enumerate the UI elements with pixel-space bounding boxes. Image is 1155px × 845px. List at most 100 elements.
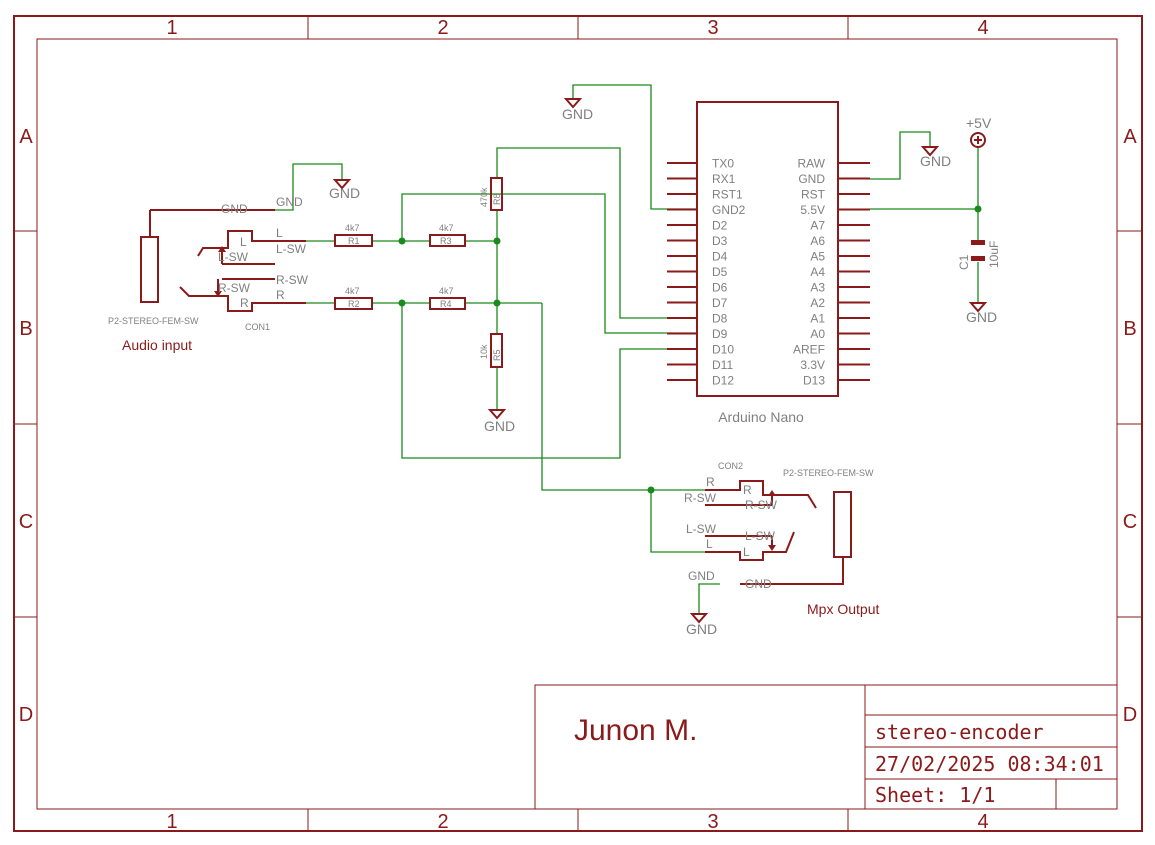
resistor-r2: R2 4k7	[334, 286, 373, 310]
col-label-1: 1	[166, 17, 177, 39]
con2-lsw-pin: L-SW	[686, 522, 717, 536]
con2-l-inner: L	[743, 545, 750, 559]
junctions	[398, 205, 982, 494]
pin-label-d5: D5	[712, 265, 728, 279]
row-label-a: A	[19, 126, 33, 148]
pin-label-a5: A5	[810, 250, 825, 264]
svg-text:R4: R4	[440, 299, 452, 309]
author-name: Junon M.	[574, 714, 697, 747]
svg-text:GND: GND	[329, 185, 360, 201]
row-label-a-right: A	[1123, 126, 1137, 148]
con2-gnd-inner: GND	[745, 577, 772, 591]
vcc-symbol: +5V	[966, 115, 992, 148]
svg-text:470k: 470k	[479, 187, 489, 207]
row-label-b: B	[19, 318, 32, 340]
pin-label-a7: A7	[810, 219, 825, 233]
wires	[275, 84, 979, 614]
row-label-c-right: C	[1123, 511, 1137, 533]
drawing-frame	[13, 15, 1143, 832]
pin-label-rx1: RX1	[712, 172, 736, 186]
resistor-r8: R8 470k	[479, 177, 503, 211]
svg-text:GND: GND	[484, 418, 515, 434]
con1-l-pin: L	[276, 226, 283, 240]
arduino-nano: TX0RX1RST1GND2D2D3D4D5D6D7D8D9D10D11D12 …	[667, 101, 870, 425]
svg-text:R3: R3	[440, 236, 452, 246]
gnd-symbol-arduino: GND	[920, 146, 951, 169]
resistor-r3: R3 4k7	[429, 223, 466, 247]
row-label-d-right: D	[1123, 704, 1137, 726]
svg-text:R8: R8	[492, 193, 502, 205]
pin-label-d4: D4	[712, 250, 728, 264]
capacitor-c1: C1 10uF	[957, 240, 1001, 270]
svg-text:4k7: 4k7	[439, 286, 454, 296]
pin-label-d8: D8	[712, 312, 728, 326]
row-label-b-right: B	[1123, 318, 1136, 340]
pin-label-d3: D3	[712, 234, 728, 248]
con1-rsw-pin: R-SW	[276, 273, 309, 287]
pin-label-a1: A1	[810, 312, 825, 326]
con1-ref: CON1	[245, 322, 270, 332]
row-label-d: D	[19, 704, 33, 726]
output-jack: R R R-SW R-SW L-SW L-SW L L GND GND CON2…	[684, 461, 879, 617]
col-label-1-bottom: 1	[166, 811, 177, 833]
pin-label-d7: D7	[712, 296, 728, 310]
svg-text:4k7: 4k7	[439, 223, 454, 233]
con1-gnd-inner: GND	[221, 202, 248, 216]
col-label-2: 2	[437, 17, 448, 39]
con2-r-pin: R	[706, 475, 715, 489]
column-labels-bottom: 1 2 3 4	[166, 811, 988, 833]
svg-text:R2: R2	[348, 299, 360, 309]
pin-label-3-3v: 3.3V	[800, 358, 825, 372]
pin-label-a2: A2	[810, 296, 825, 310]
svg-text:GND: GND	[966, 309, 997, 325]
pin-label-a4: A4	[810, 265, 825, 279]
svg-text:GND: GND	[562, 106, 593, 122]
con2-gnd-pin: GND	[688, 569, 715, 583]
input-jack: GND GND L L L-SW L-SW R-SW R-SW R R P2-S…	[108, 195, 309, 353]
project-name: stereo-encoder	[875, 720, 1044, 744]
con2-part: P2-STEREO-FEM-SW	[783, 468, 874, 478]
col-label-2-bottom: 2	[437, 811, 448, 833]
con2-l-pin: L	[706, 537, 713, 551]
gnd-symbol-cap: GND	[966, 302, 997, 325]
pin-label-a0: A0	[810, 327, 825, 341]
pin-label-d13: D13	[803, 374, 825, 388]
drawing-datetime: 27/02/2025 08:34:01	[875, 752, 1104, 776]
resistor-r4: R4 4k7	[429, 286, 466, 310]
con2-ref: CON2	[718, 461, 743, 471]
svg-text:R1: R1	[348, 236, 360, 246]
gnd-symbol-top: GND	[562, 98, 593, 122]
pin-label-aref: AREF	[793, 343, 825, 357]
pin-label-d9: D9	[712, 327, 728, 341]
svg-text:4k7: 4k7	[345, 223, 360, 233]
con1-r-inner: R	[240, 296, 249, 310]
svg-text:R5: R5	[492, 349, 502, 361]
con2-rsw-inner: R-SW	[745, 498, 778, 512]
pin-label-5-5v: 5.5V	[800, 203, 825, 217]
svg-text:4k7: 4k7	[345, 286, 360, 296]
pin-label-a3: A3	[810, 281, 825, 295]
con2-r-inner: R	[743, 483, 752, 497]
con2-lsw-inner: L-SW	[745, 529, 776, 543]
con1-lsw-pin: L-SW	[276, 242, 307, 256]
mpx-output-caption: Mpx Output	[807, 601, 879, 617]
con1-part: P2-STEREO-FEM-SW	[108, 316, 199, 326]
sheet-number: Sheet: 1/1	[875, 783, 995, 807]
pin-label-tx0: TX0	[712, 157, 734, 171]
con1-l-inner: L	[240, 235, 247, 249]
row-label-c: C	[19, 511, 33, 533]
gnd-symbol-input: GND	[329, 179, 360, 201]
svg-text:10k: 10k	[479, 344, 489, 359]
column-labels-top: 1 2 3 4	[166, 17, 988, 39]
col-label-4-bottom: 4	[977, 811, 988, 833]
col-label-4: 4	[977, 17, 988, 39]
pin-label-d10: D10	[712, 343, 734, 357]
pin-label-a6: A6	[810, 234, 825, 248]
col-label-3-bottom: 3	[707, 811, 718, 833]
title-block: Junon M. stereo-encoder 27/02/2025 08:34…	[534, 684, 1118, 810]
audio-input-caption: Audio input	[122, 337, 192, 353]
vcc-label: +5V	[966, 115, 992, 131]
row-labels-right: A B C D	[1123, 126, 1138, 726]
con1-lsw-inner: L-SW	[218, 250, 249, 264]
